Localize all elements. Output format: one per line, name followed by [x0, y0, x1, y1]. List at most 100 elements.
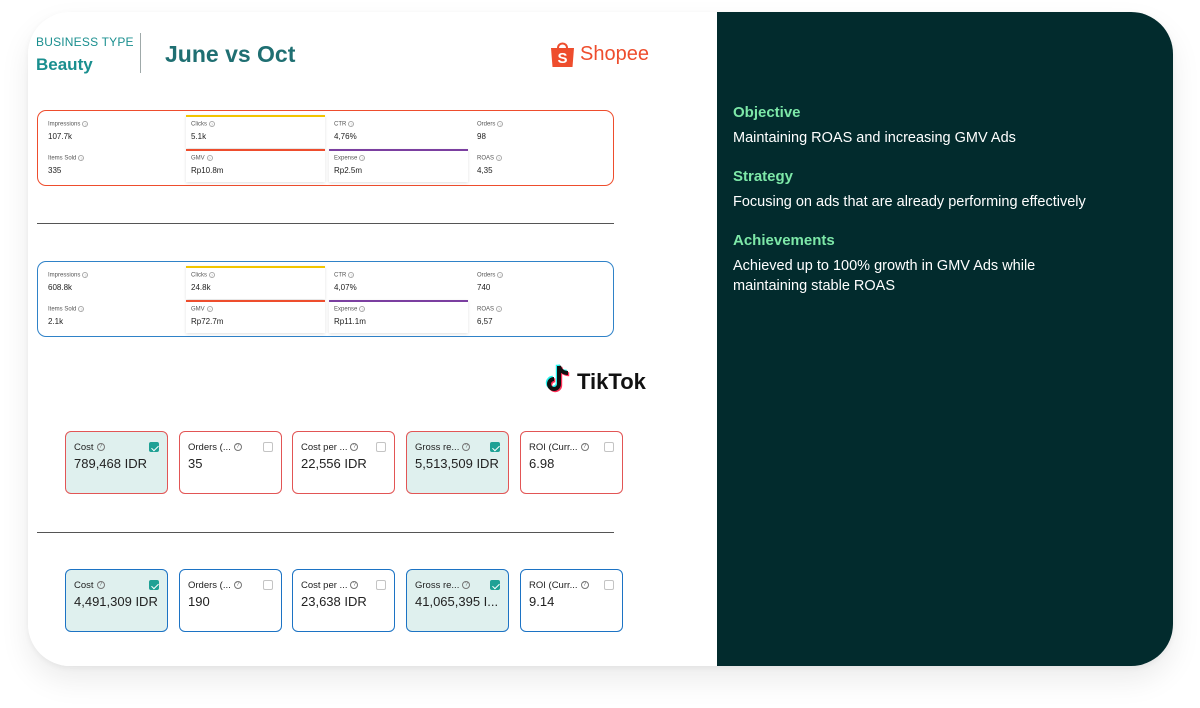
help-icon[interactable]: ?: [462, 581, 471, 590]
metric-label-text: GMV: [191, 155, 205, 162]
metric-value: 335: [48, 166, 62, 175]
help-icon[interactable]: ?: [359, 155, 366, 161]
help-icon[interactable]: ?: [78, 306, 85, 312]
tiktok-metric-card[interactable]: Cost?789,468 IDR: [65, 431, 168, 494]
metric-checkbox[interactable]: [263, 580, 273, 590]
metric-label-text: GMV: [191, 306, 205, 313]
shopee-metric-gmv: GMV?Rp10.8m: [186, 149, 325, 182]
tiktok-logo: TikTok: [543, 363, 646, 400]
help-icon[interactable]: ?: [82, 121, 89, 127]
metric-checkbox[interactable]: [376, 580, 386, 590]
metric-checkbox[interactable]: [604, 442, 614, 452]
metric-label-text: CTR: [334, 272, 347, 279]
metric-checkbox[interactable]: [263, 442, 273, 452]
help-icon[interactable]: ?: [496, 155, 503, 161]
tiktok-metric-label: Orders (...?: [188, 442, 242, 453]
tiktok-metric-card[interactable]: Cost per ...?23,638 IDR: [292, 569, 395, 632]
metric-checkbox[interactable]: [149, 442, 159, 452]
tiktok-metric-value: 22,556 IDR: [301, 456, 367, 471]
metric-checkbox[interactable]: [376, 442, 386, 452]
business-type-label: BUSINESS TYPE: [36, 35, 134, 49]
tiktok-metric-label-text: Cost: [74, 580, 94, 591]
tiktok-metric-label: Gross re...?: [415, 442, 471, 453]
metric-label: CTR?: [334, 121, 355, 128]
help-icon[interactable]: ?: [580, 443, 589, 452]
tiktok-metric-label-text: Cost per ...: [301, 580, 348, 591]
shopee-wordmark: Shopee: [580, 42, 649, 65]
metric-label-text: Expense: [334, 155, 358, 162]
tiktok-note-icon: [543, 363, 573, 400]
help-icon[interactable]: ?: [206, 306, 213, 312]
metric-label: Items Sold?: [48, 155, 85, 162]
tiktok-metric-label: Cost per ...?: [301, 580, 359, 591]
tiktok-metric-value: 190: [188, 594, 210, 609]
metric-value: Rp2.5m: [334, 166, 363, 175]
metric-label-text: ROAS: [477, 155, 495, 162]
metric-label: Clicks?: [191, 121, 215, 128]
help-icon[interactable]: ?: [350, 581, 359, 590]
tiktok-metric-card[interactable]: ROI (Curr...?9.14: [520, 569, 623, 632]
metric-value: 5.1k: [191, 132, 207, 141]
tiktok-metric-card[interactable]: Orders (...?35: [179, 431, 282, 494]
help-icon[interactable]: ?: [233, 581, 242, 590]
metric-checkbox[interactable]: [490, 580, 500, 590]
help-icon[interactable]: ?: [209, 272, 215, 278]
strategy-heading: Strategy: [733, 168, 794, 185]
metric-value: 4,07%: [334, 283, 357, 292]
help-icon[interactable]: ?: [496, 306, 503, 312]
help-icon[interactable]: ?: [359, 306, 366, 312]
help-icon[interactable]: ?: [78, 155, 85, 161]
tiktok-metric-value: 9.14: [529, 594, 555, 609]
shopee-june-metrics: Impressions? 107.7k Clicks? 5.1k CTR?4,76% Or…: [37, 110, 614, 186]
help-icon[interactable]: ?: [96, 443, 105, 452]
shopee-metric-expense: Expense?Rp11.1m: [329, 300, 468, 333]
shopee-metric-ctr: CTR?4,76%: [329, 115, 468, 148]
metric-label-text: Orders: [477, 121, 496, 128]
help-icon[interactable]: ?: [497, 272, 504, 278]
tiktok-metric-card[interactable]: Gross re...?5,513,509 IDR: [406, 431, 509, 494]
tiktok-metric-card[interactable]: ROI (Curr...? 6.98: [520, 431, 623, 494]
metric-value: 2.1k: [48, 317, 64, 326]
metric-label: GMV?: [191, 306, 213, 313]
tiktok-metric-card[interactable]: Cost per ...?22,556 IDR: [292, 431, 395, 494]
help-icon[interactable]: ?: [462, 443, 471, 452]
tiktok-metric-card[interactable]: Gross re...?41,065,395 I...: [406, 569, 509, 632]
tiktok-metric-value: 4,491,309 IDR: [74, 594, 158, 609]
metric-checkbox[interactable]: [149, 580, 159, 590]
shopee-metric-gmv: GMV?Rp72.7m: [186, 300, 325, 333]
shopee-metric-orders: Orders?740: [472, 266, 611, 299]
help-icon[interactable]: ?: [233, 443, 242, 452]
metric-checkbox[interactable]: [490, 442, 500, 452]
objective-text: Maintaining ROAS and increasing GMV Ads: [733, 130, 1016, 146]
shopee-bag-icon: S: [550, 40, 575, 68]
tiktok-metric-value: 41,065,395 I...: [415, 594, 499, 609]
help-icon[interactable]: ?: [350, 443, 359, 452]
help-icon[interactable]: ?: [580, 581, 589, 590]
metric-label: Orders?: [477, 272, 504, 279]
tiktok-metric-label: ROI (Curr...?: [529, 442, 589, 453]
tiktok-metric-value: 6.98: [529, 456, 555, 471]
tiktok-wordmark: TikTok: [577, 368, 646, 394]
metric-value: 107.7k: [48, 132, 73, 141]
shopee-bag-letter: S: [557, 50, 567, 67]
help-icon[interactable]: ?: [497, 121, 504, 127]
help-icon[interactable]: ?: [96, 581, 105, 590]
help-icon[interactable]: ?: [206, 155, 213, 161]
metric-checkbox[interactable]: [604, 580, 614, 590]
help-icon[interactable]: ?: [209, 121, 215, 127]
metric-value: Rp11.1m: [334, 317, 366, 326]
metric-accent-bar: [186, 266, 325, 268]
metric-label-text: Clicks: [191, 272, 207, 279]
shopee-logo: S Shopee: [550, 40, 649, 68]
metric-label-text: Items Sold: [48, 155, 77, 162]
help-icon[interactable]: ?: [348, 121, 355, 127]
metric-label: Expense?: [334, 155, 366, 162]
tiktok-metric-card[interactable]: Cost? 4,491,309 IDR: [65, 569, 168, 632]
shopee-divider: [37, 223, 614, 224]
help-icon[interactable]: ?: [82, 272, 89, 278]
metric-accent-bar: [186, 149, 325, 151]
metric-label: Impressions?: [48, 121, 89, 128]
help-icon[interactable]: ?: [348, 272, 355, 278]
tiktok-metric-card[interactable]: Orders (...?190: [179, 569, 282, 632]
